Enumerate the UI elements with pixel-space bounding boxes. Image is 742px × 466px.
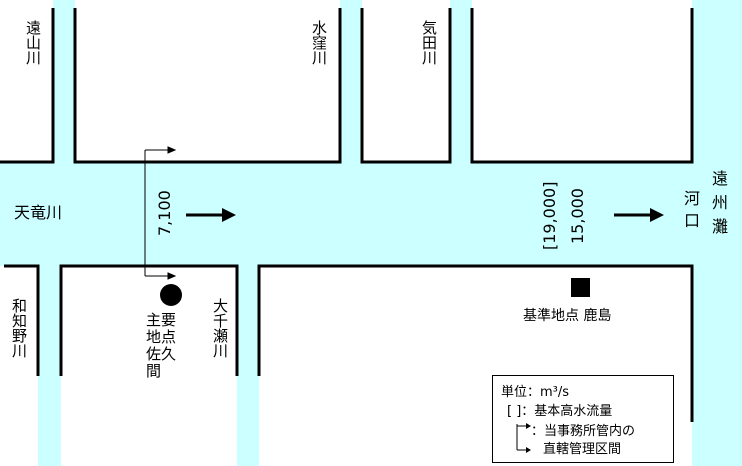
managed-section-bracket (144, 146, 177, 280)
enshunada-label: 遠州灘 (709, 170, 728, 242)
toyama-river-label: 遠山川 (24, 20, 42, 65)
sakuma-station-marker (160, 284, 182, 306)
river-banks (0, 8, 694, 422)
sakuma-station-label: 主要地点佐久間 (146, 311, 177, 380)
legend-managed-line2: 直轄管理区間 (543, 442, 622, 457)
kashima-flow-value: 15,000 (568, 188, 587, 244)
legend-managed-line1: ：当事務所管内の (531, 424, 636, 439)
wachino-river (38, 266, 61, 466)
ochise-river (237, 266, 259, 466)
kashima-station-label: 基準地点 鹿島 (523, 308, 612, 324)
sakuma-flow-value: 7,100 (155, 190, 174, 236)
mizukubo-river (340, 0, 362, 162)
wachino-river-label: 和知野川 (10, 298, 28, 358)
toyama-river (53, 0, 75, 162)
keta-river-label: 気田川 (420, 20, 438, 65)
mizukubo-river-label: 水窪川 (310, 20, 328, 65)
legend-box: 単位：m³/s [ ]：基本高水流量 ：当事務所管内の 直轄管理区間 (492, 375, 674, 463)
river-mouth-label: 河口 (681, 190, 700, 234)
tenryu-river-main (0, 162, 692, 266)
flow-arrow-sakuma (186, 208, 236, 222)
legend-unit: 単位：m³/s (501, 385, 570, 400)
kashima-basic-flow-value: [19,000] (540, 181, 559, 250)
keta-river (450, 0, 472, 162)
legend-bracket-icon (516, 423, 531, 453)
ochise-river-label: 大千瀬川 (211, 298, 229, 358)
kashima-station-marker (571, 278, 590, 297)
flow-arrow-kashima (614, 208, 664, 222)
tenryu-river-label: 天竜川 (14, 203, 63, 222)
legend-bracket: [ ]：基本高水流量 (507, 404, 613, 419)
enshunada-sea (692, 0, 742, 466)
